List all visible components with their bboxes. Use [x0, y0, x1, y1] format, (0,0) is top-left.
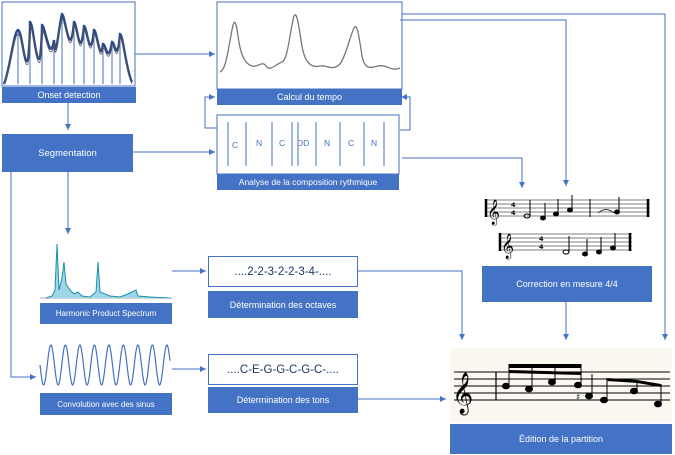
treble-clef-icon: 𝄞: [501, 233, 514, 259]
rhythm-letter: DD: [297, 138, 310, 148]
score-edition-label: Édition de la partition: [450, 424, 672, 454]
convolution-label: Convolution avec des sinus: [40, 393, 172, 415]
segmentation-label: Segmentation: [2, 134, 133, 172]
rhythm-plot: [216, 114, 400, 175]
treble-clef-icon: 𝄞: [452, 372, 473, 415]
svg-text:♯: ♯: [576, 393, 580, 403]
rhythm-letter: C: [348, 138, 355, 148]
onset-plot: [1, 1, 136, 87]
sinus-plot: [39, 344, 171, 386]
rhythm-letter: C: [279, 138, 286, 148]
tone-sequence: ....C-E-G-G-C-G-C-....: [208, 354, 358, 385]
time-signature-top: 4: [511, 201, 516, 209]
hps-plot: [40, 243, 172, 299]
tons-label: Détermination des tons: [208, 387, 358, 413]
rhythm-letter: N: [256, 138, 263, 148]
score-final: ♯: [450, 348, 672, 422]
time-signature-bottom: 4: [539, 243, 544, 251]
onset-detection-label: Onset detection: [2, 87, 136, 103]
tempo-plot: [216, 1, 403, 90]
time-signature-top: 4: [539, 235, 544, 243]
octaves-label: Détermination des octaves: [208, 291, 358, 318]
rhythm-letter: C: [232, 140, 239, 150]
rhythm-letter: N: [324, 138, 331, 148]
octave-sequence: ....2-2-3-2-2-3-4-....: [208, 256, 358, 287]
treble-clef-icon: 𝄞: [487, 199, 500, 225]
rhythm-letter: N: [371, 138, 378, 148]
score-upper: [484, 195, 650, 221]
connectors: [10, 13, 668, 402]
hps-label: Harmonic Product Spectrum: [40, 303, 172, 324]
tempo-label: Calcul du tempo: [217, 89, 402, 105]
correction-label: Correction en mesure 4/4: [482, 266, 652, 302]
time-signature-bottom: 4: [511, 209, 516, 217]
rhythm-analysis-label: Analyse de la composition rythmique: [217, 174, 399, 190]
score-lower: [498, 233, 632, 257]
